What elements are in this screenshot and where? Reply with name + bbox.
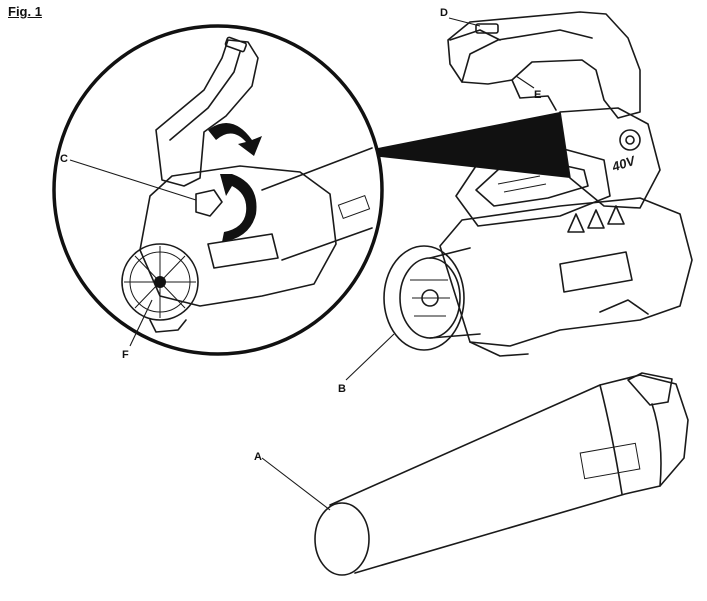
zoom-connector xyxy=(372,112,570,178)
leader-d xyxy=(448,17,481,27)
figure-title: Fig. 1 xyxy=(8,4,42,19)
blower-tube xyxy=(314,372,689,576)
callout-c: C xyxy=(60,153,68,165)
callout-a: A xyxy=(254,451,262,463)
callout-d: D xyxy=(440,7,448,19)
leader-b xyxy=(345,333,395,381)
leader-a xyxy=(261,457,331,511)
leader-e xyxy=(515,75,535,89)
rotate-arrow-bottom xyxy=(220,174,257,242)
rotate-arrow-top xyxy=(208,122,262,156)
callout-e: E xyxy=(534,89,541,101)
zoom-detail xyxy=(52,24,384,356)
voltage-badge: 40V xyxy=(609,153,638,175)
leader-f xyxy=(129,299,153,347)
leader-c xyxy=(69,159,197,201)
callout-f: F xyxy=(122,349,129,361)
blower-body: 40V xyxy=(383,11,693,357)
callout-b: B xyxy=(338,383,346,395)
